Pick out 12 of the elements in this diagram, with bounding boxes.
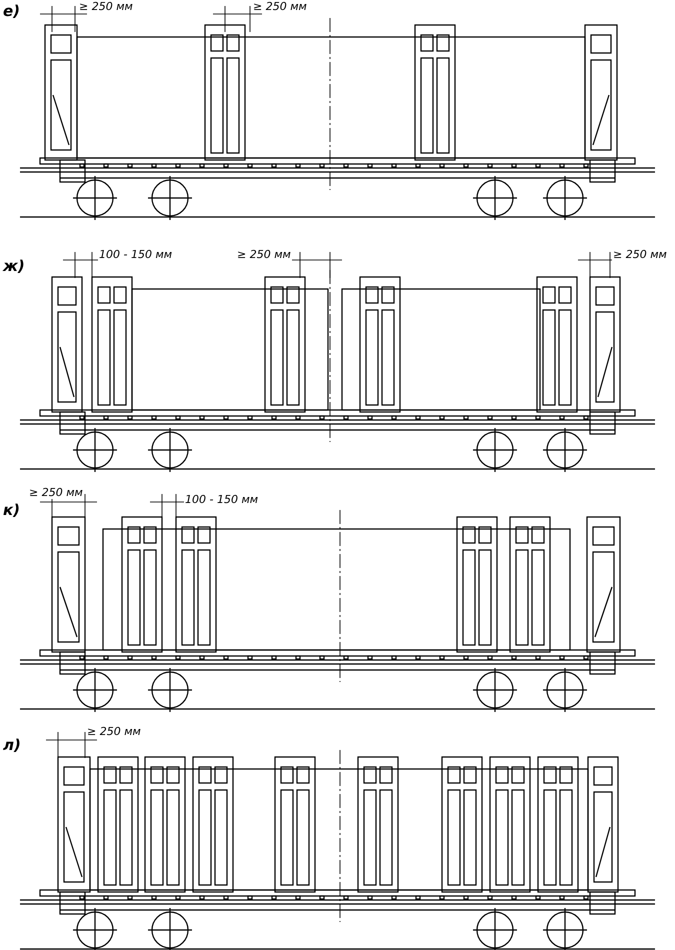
panel-letter: л) xyxy=(2,737,22,754)
dimension-value: ≥ 250 мм xyxy=(612,248,668,261)
panel-letter: к) xyxy=(2,502,22,519)
panel-letter: е) xyxy=(2,3,22,20)
dimension-value: 100 - 150 мм xyxy=(98,248,174,261)
dimension-value: ≥ 250 мм xyxy=(78,0,134,13)
dimension-value: ≥ 250 мм xyxy=(236,248,292,261)
dimension-value: ≥ 250 мм xyxy=(252,0,308,13)
panel-letter: ж) xyxy=(2,258,26,275)
dimension-value: ≥ 250 мм xyxy=(86,725,142,738)
dimension-value: 100 - 150 мм xyxy=(184,493,260,506)
dimension-value: ≥ 250 мм xyxy=(28,486,84,499)
